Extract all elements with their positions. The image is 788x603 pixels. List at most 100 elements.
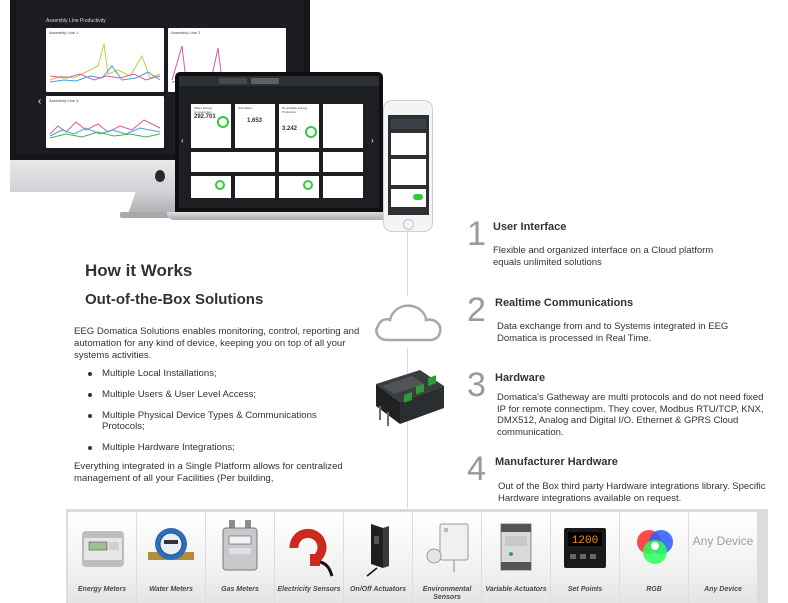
set-point-readout: 1200 [572, 535, 598, 547]
tile-label: Water Energy Consumption [194, 106, 213, 114]
water-meter-icon [148, 528, 194, 560]
phone-header [391, 119, 426, 129]
laptop-mockup: ‹ › Water Energy Consumption 292.701 Gas… [167, 72, 395, 222]
bullet-icon [88, 392, 92, 397]
feature-title: Realtime Communications [495, 297, 634, 309]
product-label: Any Device [704, 586, 742, 593]
laptop-app-bar [179, 76, 379, 86]
intro-paragraph: EEG Domatica Solutions enables monitorin… [74, 326, 360, 361]
product-label: Electricity Sensors [277, 586, 341, 593]
product-label: Variable Actuators [485, 586, 547, 593]
home-button-icon [403, 219, 414, 230]
dashboard-tile[interactable]: Water Energy Consumption 292.701 [191, 104, 231, 148]
product-card-energy-meters[interactable]: Energy Meters [68, 512, 136, 603]
list-item: Multiple Local Installations; [88, 368, 358, 380]
divider-line [407, 232, 408, 508]
phone-screen [388, 115, 429, 215]
chart-panel: Assembly Line 3 [46, 96, 164, 148]
product-card-rgb[interactable]: RGB [620, 512, 688, 603]
energy-meter-icon [82, 531, 124, 567]
product-card-variable-actuators[interactable]: Variable Actuators [482, 512, 550, 603]
prev-arrow-icon[interactable]: ‹ [181, 136, 184, 145]
list-item: Multiple Physical Device Types & Communi… [88, 410, 358, 434]
product-card-set-points[interactable]: 1200 Set Points [551, 512, 619, 603]
weather-tile[interactable] [279, 152, 319, 172]
environment-sensor-icon [426, 523, 469, 572]
phone-card[interactable] [391, 189, 426, 207]
tile-value: 3.242 [282, 126, 298, 132]
line-chart-icon [49, 43, 161, 83]
feature-number: 4 [467, 450, 486, 488]
feature-description: Data exchange from and to Systems integr… [497, 321, 729, 344]
feature-number: 1 [467, 215, 486, 253]
gauge-icon [305, 126, 317, 138]
line-chart-icon [49, 119, 161, 139]
tile-value: 292.701 [194, 114, 216, 120]
gateway-device-icon [368, 362, 450, 438]
bullet-icon [88, 413, 92, 418]
product-card-on-off-actuators[interactable]: On/Off Actuators [344, 512, 412, 603]
product-card-environmental-sensors[interactable]: Environmental Sensors [413, 512, 481, 603]
dashboard-tile[interactable] [323, 104, 363, 148]
laptop-base [167, 212, 391, 220]
product-label: Energy Meters [77, 586, 127, 593]
dashboard-tile[interactable] [191, 176, 231, 198]
product-card-gas-meters[interactable]: Gas Meters [206, 512, 274, 603]
rgb-icon [637, 530, 673, 564]
product-card-electricity-sensors[interactable]: Electricity Sensors [275, 512, 343, 603]
dashboard-tile[interactable] [279, 176, 319, 198]
tile-label: Gas Meter [238, 106, 253, 110]
imac-foot [120, 212, 200, 218]
feature-manufacturer-hardware: 4 Manufacturer Hardware Out of the Box t… [467, 452, 767, 507]
dashboard-tile[interactable] [323, 152, 363, 172]
gauge-icon [215, 180, 225, 190]
chart-panel: Assembly Line 1 [46, 28, 164, 92]
product-label: RGB [646, 586, 662, 593]
dashboard-tile[interactable] [191, 152, 275, 172]
relay-icon [366, 524, 389, 577]
phone-mockup [383, 100, 433, 232]
feature-hardware: 3 Hardware Domatica's Gatheway are multi… [467, 368, 767, 440]
dashboard-tile[interactable]: Gas Meter 1.653 [235, 104, 275, 148]
panel-title: Assembly Line 1 [49, 30, 79, 35]
feature-number: 2 [467, 291, 486, 329]
feature-title: Hardware [495, 372, 546, 384]
section-subtitle: Out-of-the-Box Solutions [85, 291, 264, 308]
feature-bullet-list: Multiple Local Installations; Multiple U… [88, 368, 358, 454]
list-item: Multiple Hardware Integrations; [88, 442, 358, 454]
current-clamp-icon [289, 528, 334, 577]
feature-realtime-communications: 2 Realtime Communications Data exchange … [467, 293, 767, 348]
product-label: Environmental Sensors [422, 586, 472, 601]
gas-meter-icon [222, 520, 258, 571]
product-label: On/Off Actuators [349, 586, 406, 593]
apple-logo-icon [155, 170, 165, 182]
tile-label: Renewable Energy Production [282, 106, 308, 114]
section-title: How it Works [85, 261, 193, 280]
tab-active[interactable] [251, 78, 279, 84]
footer-paragraph: Everything integrated in a Single Platfo… [74, 461, 343, 484]
tab-dashboard[interactable] [219, 78, 247, 84]
feature-title: Manufacturer Hardware [495, 456, 618, 468]
product-card-water-meters[interactable]: Water Meters [137, 512, 205, 603]
panel-title: Assembly Line 3 [49, 98, 79, 103]
feature-number: 3 [467, 366, 486, 404]
phone-card[interactable] [391, 133, 426, 155]
feature-title: User Interface [493, 221, 567, 233]
laptop-screen: ‹ › Water Energy Consumption 292.701 Gas… [175, 72, 383, 212]
tile-value: 1.653 [247, 118, 263, 124]
dashboard-tile[interactable] [235, 176, 275, 198]
phone-card[interactable] [391, 159, 426, 185]
product-card-any-device[interactable]: Any Device Any Device [689, 512, 757, 603]
product-label: Water Meters [149, 586, 193, 593]
toggle-icon [413, 194, 423, 200]
product-label: Set Points [567, 586, 603, 593]
dashboard-header: Assembly Line Productivity [46, 18, 106, 24]
dimmer-icon [500, 523, 532, 571]
dashboard-tile[interactable] [323, 176, 363, 198]
feature-description: Flexible and organized interface on a Cl… [493, 245, 714, 268]
prev-arrow-icon[interactable]: ‹ [38, 96, 42, 107]
next-arrow-icon[interactable]: › [371, 136, 374, 145]
feature-description: Out of the Box third party Hardware inte… [498, 481, 766, 504]
product-strip: Energy Meters Water Meters Gas Meters El… [66, 509, 768, 603]
dashboard-tile[interactable]: Renewable Energy Production 3.242 [279, 104, 319, 148]
